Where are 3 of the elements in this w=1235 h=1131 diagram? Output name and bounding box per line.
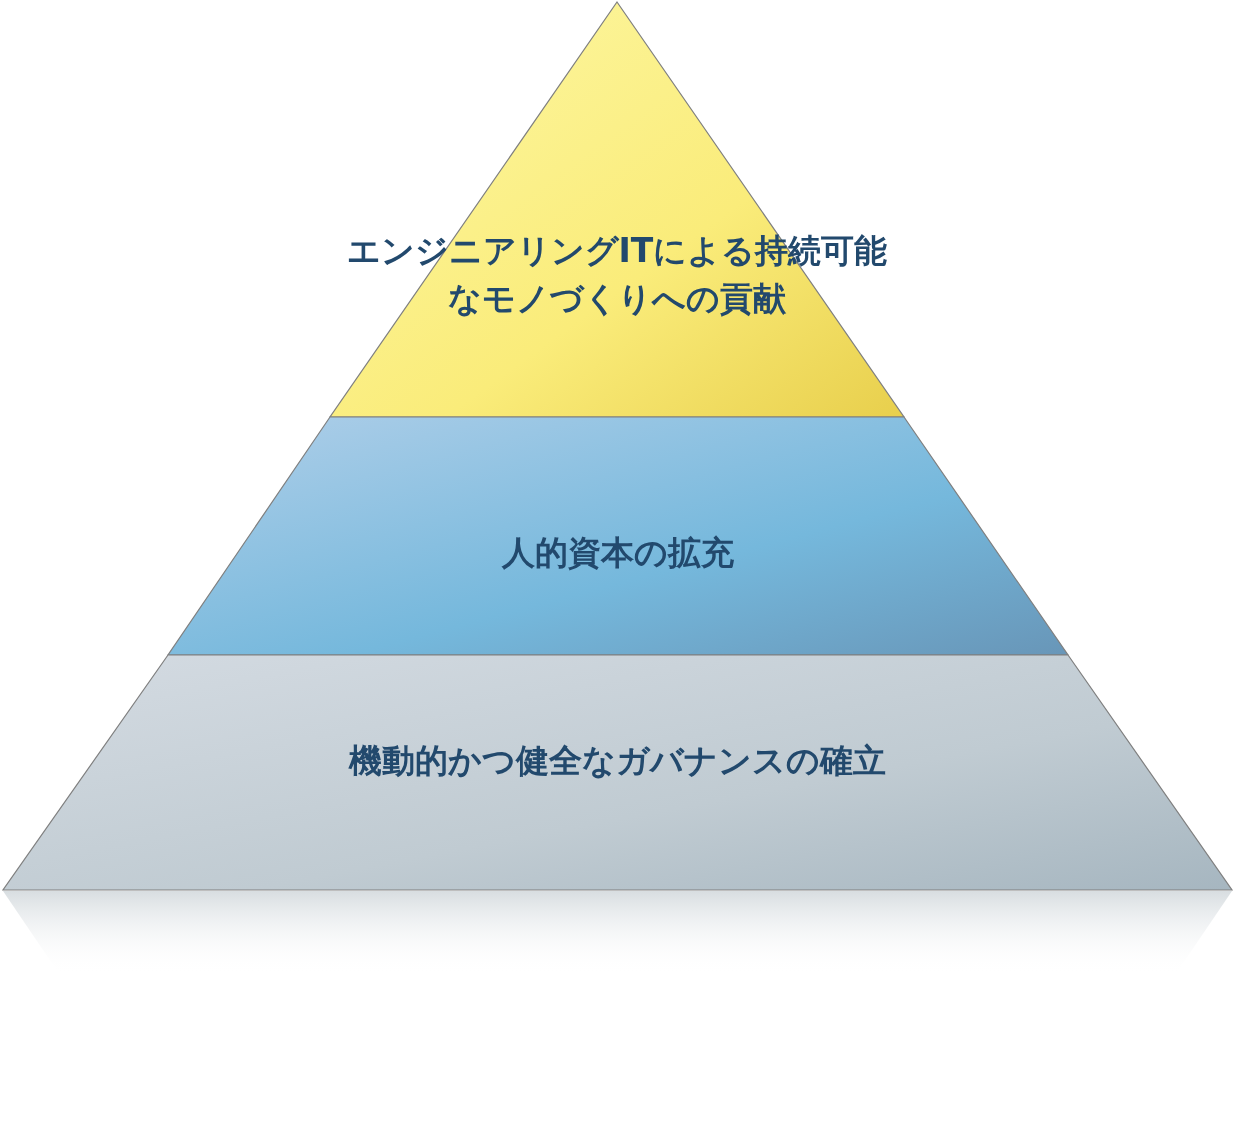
tier-label: エンジニアリングITによる持続可能なモノづくりへの貢献 (345, 230, 889, 320)
tier-label: 機動的かつ健全なガバナンスの確立 (347, 740, 887, 782)
tier-label: 人的資本の拡充 (500, 532, 735, 574)
